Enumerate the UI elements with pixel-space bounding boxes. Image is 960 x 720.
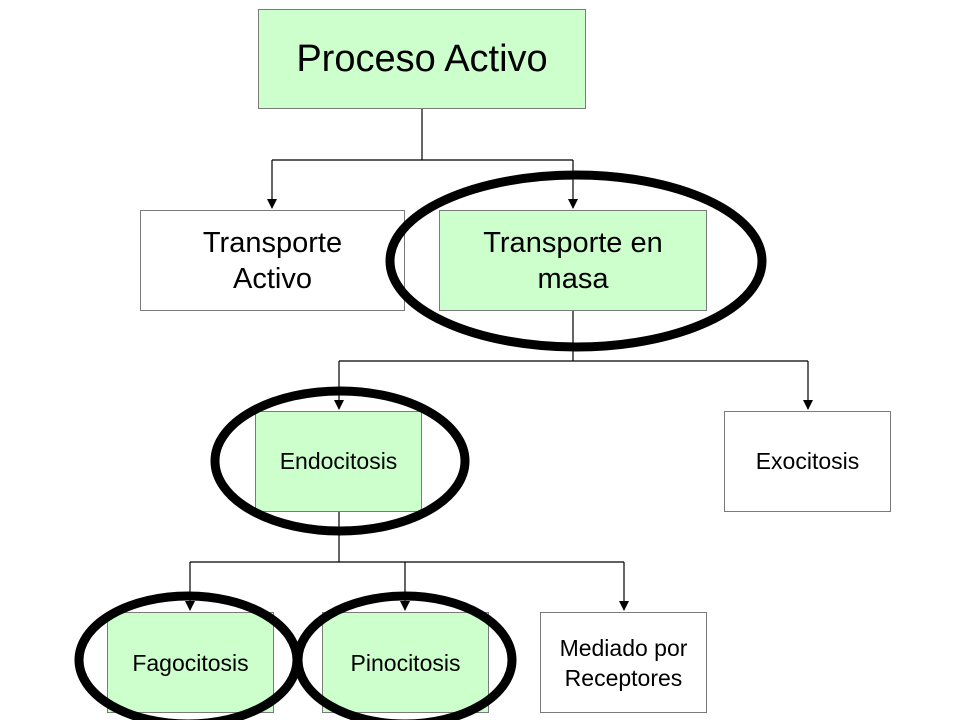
node-exocitosis-label: Exocitosis [755,448,860,474]
node-mediado-por-receptores: Mediado por Receptores [540,612,707,713]
node-transporte-en-masa: Transporte en masa [439,210,707,311]
node-pinocitosis-label: Pinocitosis [350,649,461,676]
node-endocitosis: Endocitosis [255,411,422,512]
node-proceso-activo-label: Proceso Activo [296,37,548,80]
node-fagocitosis-label: Fagocitosis [132,649,249,676]
node-transporte-activo-label: Transporte Activo [202,226,343,295]
node-fagocitosis: Fagocitosis [107,612,274,713]
node-exocitosis: Exocitosis [724,411,891,512]
node-pinocitosis: Pinocitosis [322,612,489,713]
node-transporte-en-masa-label: Transporte en masa [483,226,663,295]
node-transporte-activo: Transporte Activo [140,210,405,311]
node-proceso-activo: Proceso Activo [258,9,586,109]
node-mediado-por-receptores-label: Mediado por Receptores [559,634,688,691]
node-endocitosis-label: Endocitosis [279,448,398,474]
